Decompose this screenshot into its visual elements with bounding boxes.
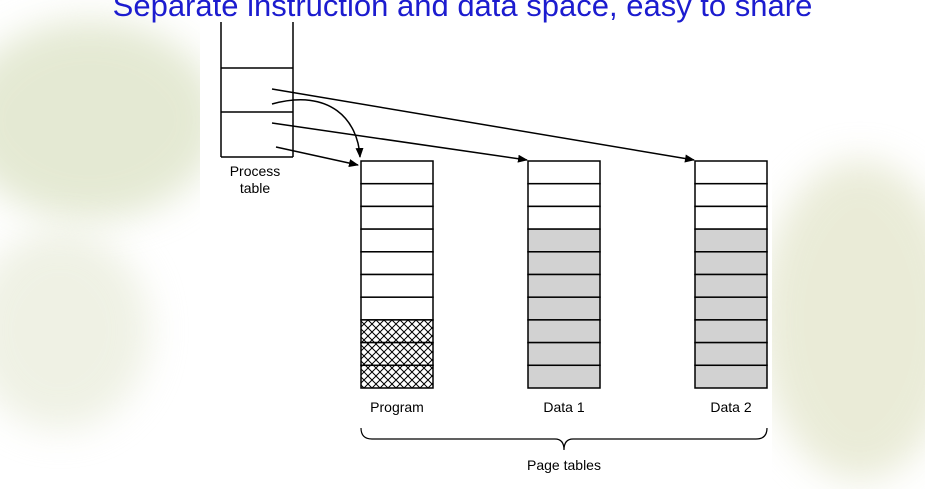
page-table-entry-empty bbox=[360, 182, 434, 208]
process-table-label-line1: Process bbox=[230, 163, 281, 179]
page-table-entry-empty bbox=[360, 296, 434, 321]
page-table-entry-empty bbox=[527, 205, 601, 230]
page-table-entry-empty bbox=[360, 251, 434, 276]
page-table-label: Program bbox=[370, 399, 424, 415]
process-table-label-line2: table bbox=[240, 180, 271, 196]
diagram-panel bbox=[200, 0, 772, 489]
page-table-entry-shaded bbox=[694, 364, 768, 389]
page-table-entry-shaded bbox=[694, 228, 768, 253]
page-table-entry-hatched bbox=[360, 364, 434, 389]
page-tables-label: Page tables bbox=[527, 457, 601, 473]
pointer-arrow-data1 bbox=[271, 122, 528, 163]
page-table-label: Data 2 bbox=[710, 399, 751, 415]
page-table-entry-shaded bbox=[527, 364, 601, 389]
page-table-entry-empty bbox=[694, 182, 768, 208]
background-foliage-right bbox=[760, 160, 925, 480]
page-table-label: Data 1 bbox=[543, 399, 584, 415]
page-table-entry-empty bbox=[360, 160, 434, 185]
page-tables-group: Program Data 1 Data 2 bbox=[360, 160, 768, 415]
page-table-entry-shaded bbox=[527, 273, 601, 298]
page-tables-brace bbox=[360, 427, 768, 451]
page-table-entry-shaded bbox=[527, 341, 601, 367]
slide-title: Separate instruction and data space, eas… bbox=[112, 0, 813, 23]
page-table-entry-empty bbox=[694, 205, 768, 230]
page-table-entry-shaded bbox=[527, 251, 601, 276]
pointer-arrow-program bbox=[275, 146, 359, 167]
page-table-entry-hatched bbox=[360, 341, 434, 367]
page-table-entry-empty bbox=[694, 160, 768, 185]
background-foliage-left bbox=[0, 20, 220, 220]
page-table-entry-empty bbox=[527, 182, 601, 208]
pointer-arrow-program-curved bbox=[271, 99, 364, 158]
page-table-entry-shaded bbox=[527, 228, 601, 253]
page-table-entry-shaded bbox=[527, 296, 601, 321]
page-table-entry-shaded bbox=[694, 296, 768, 321]
page-table-entry-empty bbox=[360, 228, 434, 253]
page-table-entry-shaded bbox=[694, 251, 768, 276]
page-table-data-1: Data 1 bbox=[527, 160, 601, 415]
page-table-program: Program bbox=[360, 160, 434, 415]
page-table-entry-shaded bbox=[694, 273, 768, 298]
page-table-entry-shaded bbox=[694, 341, 768, 367]
pointer-arrow-data2 bbox=[271, 88, 695, 163]
page-table-data-2: Data 2 bbox=[694, 160, 768, 415]
page-table-entry-empty bbox=[527, 160, 601, 185]
page-table-entry-empty bbox=[360, 205, 434, 230]
page-table-entry-shaded bbox=[694, 319, 768, 344]
page-table-entry-hatched bbox=[360, 319, 434, 344]
page-table-entry-shaded bbox=[527, 319, 601, 344]
background-foliage-left-lower bbox=[0, 230, 150, 430]
page-table-entry-empty bbox=[360, 273, 434, 298]
process-table bbox=[220, 22, 294, 158]
